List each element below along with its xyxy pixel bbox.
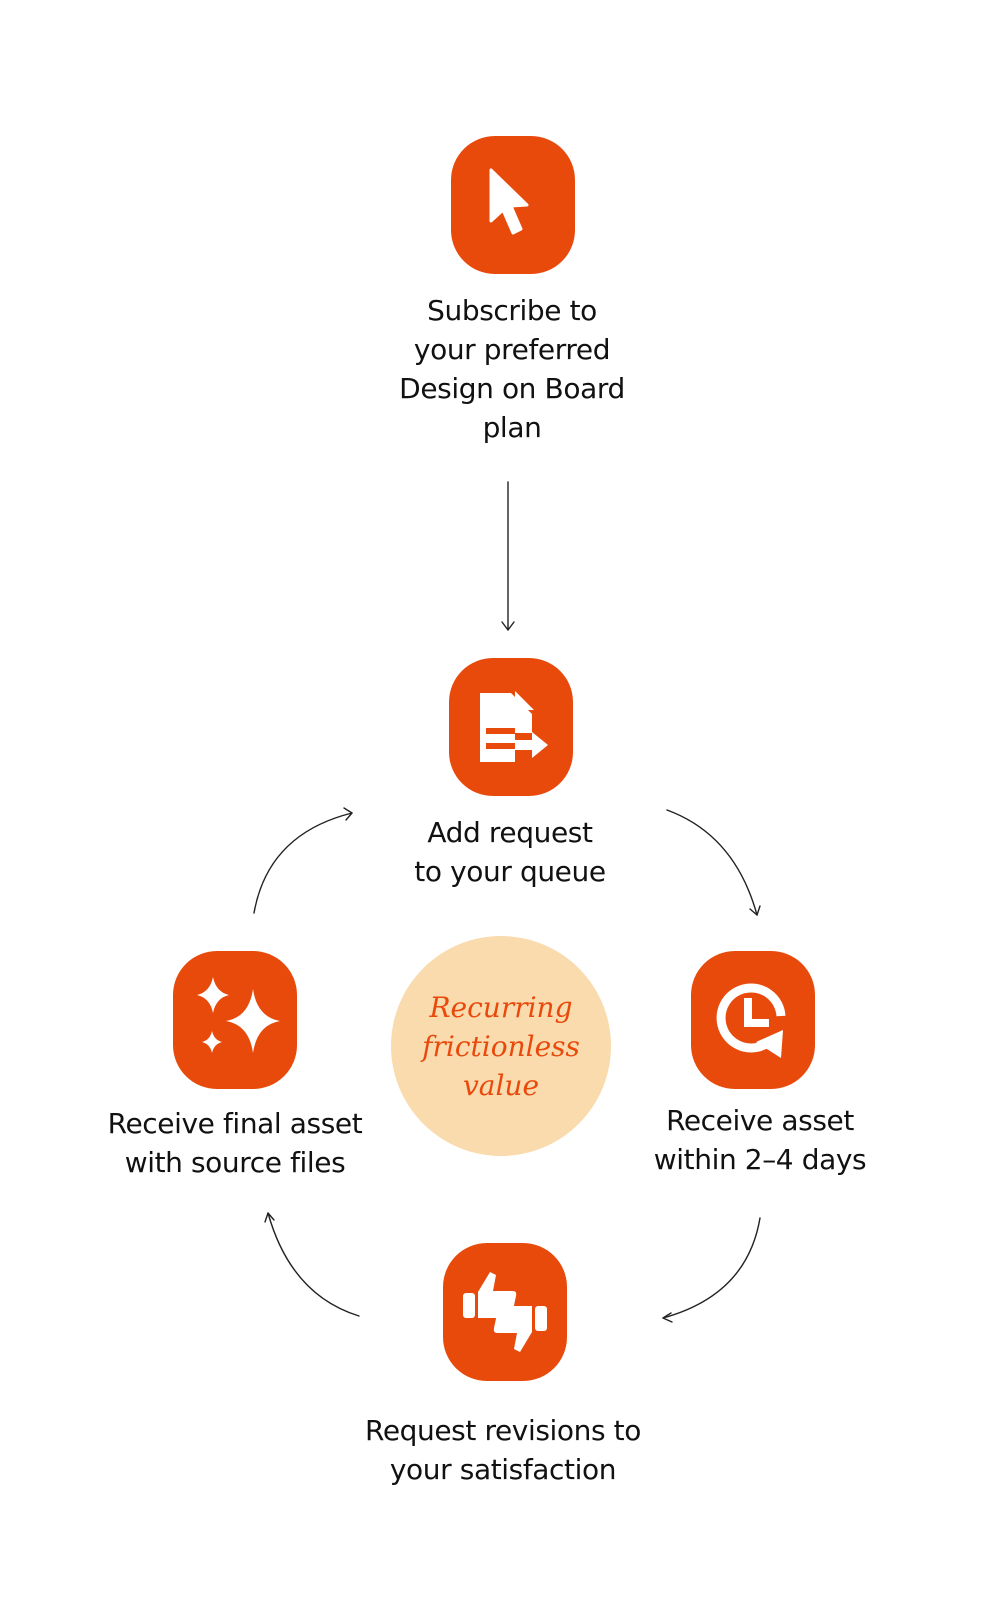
arrow-receive-asset-to-revisions bbox=[662, 1217, 761, 1323]
arrow-final-asset-to-queue bbox=[253, 807, 353, 914]
step-add-request-label: Add request to your queue bbox=[390, 813, 630, 891]
label-line: to your queue bbox=[414, 855, 606, 888]
center-line: Recurring bbox=[429, 990, 573, 1024]
label-line: your preferred bbox=[413, 333, 611, 366]
label-line: Design on Board bbox=[399, 372, 625, 405]
step-subscribe-tile bbox=[451, 136, 575, 274]
sparkles-icon bbox=[197, 977, 280, 1053]
arrow-subscribe-to-queue bbox=[501, 481, 515, 631]
step-add-request-tile bbox=[449, 658, 573, 796]
step-revisions-label: Request revisions to your satisfaction bbox=[348, 1411, 658, 1489]
arrow-queue-to-receive-asset bbox=[666, 809, 761, 916]
clock-refresh-icon bbox=[716, 983, 786, 1058]
label-line: Add request bbox=[427, 816, 593, 849]
label-line: your satisfaction bbox=[389, 1453, 617, 1486]
label-line: Receive final asset bbox=[107, 1107, 363, 1140]
label-line: with source files bbox=[124, 1146, 346, 1179]
step-subscribe-label: Subscribe to your preferred Design on Bo… bbox=[382, 291, 642, 447]
label-line: Request revisions to bbox=[365, 1414, 641, 1447]
step-final-asset-tile bbox=[173, 951, 297, 1089]
arrow-revisions-to-final-asset bbox=[264, 1212, 360, 1317]
thumbs-up-down-icon bbox=[463, 1272, 547, 1352]
center-line: value bbox=[462, 1068, 540, 1102]
document-send-icon bbox=[480, 691, 548, 762]
step-receive-asset-label: Receive asset within 2–4 days bbox=[635, 1101, 885, 1179]
step-final-asset-label: Receive final asset with source files bbox=[95, 1104, 375, 1182]
step-revisions-tile bbox=[443, 1243, 567, 1381]
step-receive-asset-tile bbox=[691, 951, 815, 1089]
cursor-arrow-icon bbox=[489, 168, 529, 235]
label-line: within 2–4 days bbox=[653, 1143, 867, 1176]
center-value-circle: Recurring frictionless value bbox=[391, 936, 611, 1156]
center-line: frictionless bbox=[422, 1029, 580, 1063]
label-line: plan bbox=[482, 411, 542, 444]
label-line: Subscribe to bbox=[427, 294, 597, 327]
label-line: Receive asset bbox=[666, 1104, 854, 1137]
